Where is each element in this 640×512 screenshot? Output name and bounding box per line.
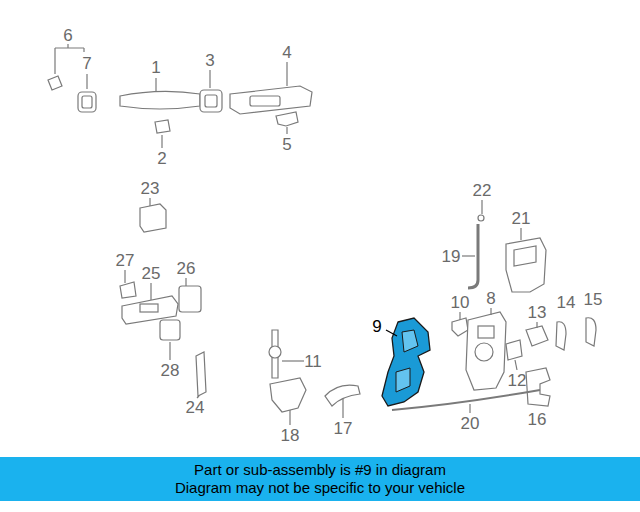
callout-number: 9	[372, 318, 381, 335]
notice-text: Diagram may not be specific to your vehi…	[175, 479, 465, 497]
callout-number: 22	[473, 182, 492, 199]
callout-number: 2	[157, 150, 166, 167]
callout-number: 8	[486, 290, 495, 307]
callout-number: 5	[282, 136, 291, 153]
callout-number: 20	[461, 415, 480, 432]
callout-number: 14	[557, 294, 576, 311]
callout-number: 26	[177, 260, 196, 277]
callout-number: 7	[82, 55, 91, 72]
callout-number: 28	[161, 362, 180, 379]
callout-number: 3	[205, 52, 214, 69]
callout-number: 21	[512, 210, 531, 227]
callout-number: 27	[116, 252, 135, 269]
callout-number: 15	[584, 291, 603, 308]
callout-number: 13	[528, 304, 547, 321]
callout-number: 18	[281, 427, 300, 444]
callout-number: 16	[528, 411, 547, 428]
notice-text: Part or sub-assembly is #9 in diagram	[194, 461, 446, 479]
callout-number: 19	[442, 248, 461, 265]
callout-number: 1	[151, 59, 160, 76]
callout-number: 25	[142, 265, 161, 282]
callout-number: 10	[451, 294, 470, 311]
callout-number: 23	[141, 180, 160, 197]
highlighted-part	[382, 318, 430, 406]
callout-number: 11	[304, 353, 322, 370]
callout-number: 12	[508, 372, 527, 389]
parts	[48, 44, 596, 425]
callout-number: 17	[334, 420, 353, 437]
callout-number: 24	[186, 399, 205, 416]
callout-number: 4	[282, 44, 291, 61]
notice-band: Part or sub-assembly is #9 in diagramDia…	[0, 457, 640, 501]
callout-number: 6	[63, 27, 72, 44]
